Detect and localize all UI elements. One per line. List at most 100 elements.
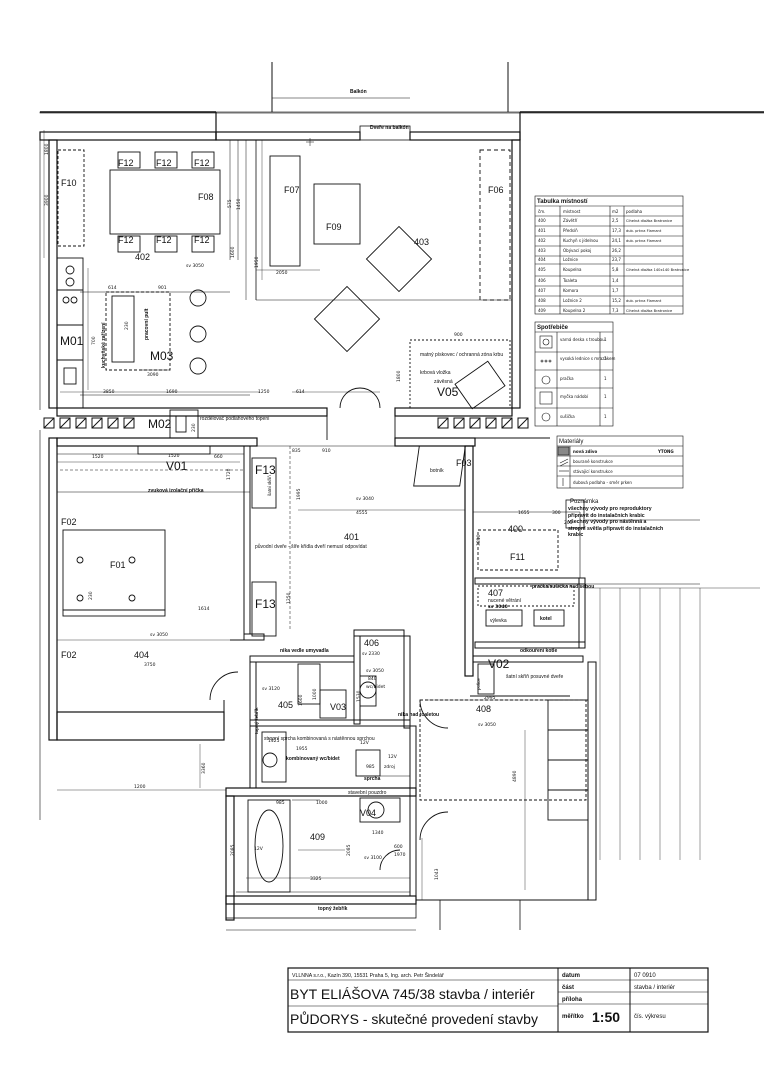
dim-sv2330: sv 2330 <box>362 651 380 657</box>
appliance-table <box>534 321 614 427</box>
dim-sv3050-wc: sv 3050 <box>366 668 384 674</box>
room-table <box>534 195 684 315</box>
appliance-table-cell-count: 1 <box>604 337 607 342</box>
dim-3810: 3810 <box>476 534 482 546</box>
note-block: Poznámka <box>570 499 599 505</box>
room-table-cell-room: Komora <box>563 288 579 293</box>
dim-300: 300 <box>552 510 561 516</box>
code-v01: V01 <box>166 459 188 473</box>
room-404: 404 <box>134 650 149 660</box>
room-table-cell-number: 407 <box>538 288 546 293</box>
title-block <box>287 967 709 1033</box>
dim-1970: 1970 <box>394 852 406 858</box>
dim-1950: 1600 <box>230 246 236 258</box>
code-f02-bottom: F02 <box>61 650 77 660</box>
appliance-table-cell-count: 1 <box>604 394 607 399</box>
forced-ventilation-label: nucené větrání <box>488 598 522 604</box>
dim-1250-kitchen: 1690 <box>166 389 178 395</box>
room-table-cell-room: Závětří <box>563 218 578 223</box>
dim-sv3120: sv 3120 <box>262 686 280 692</box>
kitchen-counter <box>56 257 250 409</box>
room-400: 400 <box>508 524 523 534</box>
materials-row-4: dubová podlaha - směr prken <box>573 480 632 485</box>
code-f13-bottom: F13 <box>255 597 276 611</box>
dim-1720: 1720 <box>226 468 232 480</box>
dim-1250-bottom: 3360 <box>201 762 207 774</box>
room-table-cell-area: 26,2 <box>612 248 621 253</box>
room-406: 406 <box>364 638 379 648</box>
appliance-table-cell-count: 1 <box>604 356 607 361</box>
firm-line: VLLNNA s.r.o., Kazín 390, 15531 Praha 5,… <box>292 972 444 979</box>
room-table-cell-number: 406 <box>538 278 546 283</box>
dim-2085-left: 2085 <box>230 844 236 856</box>
dim-1955: 1955 <box>296 746 308 752</box>
heated-ladder-top: topný žebřík <box>254 707 259 734</box>
cast-label: část <box>562 985 574 991</box>
code-f01: F01 <box>110 560 126 570</box>
room-table-cell-room: Koupelna 2 <box>563 308 586 313</box>
dim-2995: 2995 <box>484 695 496 701</box>
room-table-cell-floor: dub. prkna Flamant <box>626 229 662 233</box>
dim-3850: 3090 <box>147 372 159 378</box>
dim-1200-fire: 1800 <box>396 370 402 382</box>
room-table-cell-number: 400 <box>538 218 546 223</box>
materials-table-title: Materiály <box>559 439 583 445</box>
room-table-header-room: místnost <box>563 209 581 214</box>
dim-sv3050-kitchen: sv 3050 <box>186 263 204 269</box>
kitchen-equipment-label: kuchyňské zařízení <box>101 322 107 368</box>
room-401: 401 <box>344 532 359 542</box>
room-402: 402 <box>135 252 150 262</box>
room-table-cell-area: 23,7 <box>612 257 621 262</box>
room-table-cell-room: Kuchyň s jídelnou <box>563 238 599 243</box>
cis-label: čís. výkresu <box>634 1014 666 1020</box>
drawing-title: PŮDORYS - skutečné provedení stavby <box>290 1010 538 1027</box>
code-f08: F08 <box>198 192 214 202</box>
label-12v-wc: 12V <box>360 740 370 746</box>
label-12v-409: 12V <box>254 846 264 852</box>
room-table-cell-number: 401 <box>538 228 546 233</box>
appliance-table-title: Spotřebiče <box>537 325 569 331</box>
dim-1995: 1995 <box>296 488 302 500</box>
balcony-label: Balkón <box>350 89 367 95</box>
living-room-furniture <box>256 138 512 440</box>
toilet-niche-label: nika nad toaletou <box>398 712 439 718</box>
dim-835: 835 <box>292 448 301 454</box>
code-f12-5: F12 <box>156 235 172 245</box>
combined-wc-label: kombinovaný wc/bidet <box>286 756 340 762</box>
dim-3325: 3325 <box>310 876 322 882</box>
boiler-label: kotel <box>540 616 552 622</box>
materials-table <box>556 435 684 489</box>
room-table-cell-floor: dub. prkna Flamant <box>626 239 662 243</box>
room-table-cell-number: 404 <box>538 257 546 262</box>
appliance-table-text: Spotřebiče <box>537 325 569 331</box>
dim-900: 901 <box>158 285 167 291</box>
room-table-header-floor: podlaha <box>626 209 643 214</box>
code-v02: V02 <box>488 657 510 671</box>
room-table-cell-number: 408 <box>538 298 546 303</box>
dim-901: 614 <box>296 389 305 395</box>
code-m03: M03 <box>150 349 174 363</box>
utility-sink-label: výlevka <box>490 618 507 624</box>
work-counter-label: pracovní pult <box>144 308 150 340</box>
dim-2050: 1450 <box>236 198 242 210</box>
dim-1600-top: 575 <box>227 199 233 208</box>
room-table-cell-floor: Cihelná dlažba Bratronice <box>626 309 673 313</box>
ventilation-ducts-right <box>437 417 529 429</box>
materials-table-text: Materiály YTONG nová zdivo bourané konst… <box>559 439 674 485</box>
room-403: 403 <box>414 237 429 247</box>
walls <box>39 62 764 931</box>
dim-3750: 3750 <box>144 662 156 668</box>
pocket-frame-label: stavební pouzdro <box>348 790 387 796</box>
appliance-table-cell-count: 1 <box>604 376 607 381</box>
fireplace-insert-label: krbová vložka <box>420 370 451 376</box>
dim-5550: 1950 <box>254 256 260 268</box>
dim-1520-hall-2: 1520 <box>168 453 180 459</box>
dim-910: 910 <box>322 448 331 454</box>
code-f12-6: F12 <box>194 235 210 245</box>
appliance-table-cell-name: sušička <box>560 414 575 419</box>
dim-1000-409: 1000 <box>316 800 328 806</box>
room-407: 407 <box>488 588 503 598</box>
code-m02: M02 <box>148 417 172 431</box>
dim-5380: 230 <box>88 591 94 600</box>
